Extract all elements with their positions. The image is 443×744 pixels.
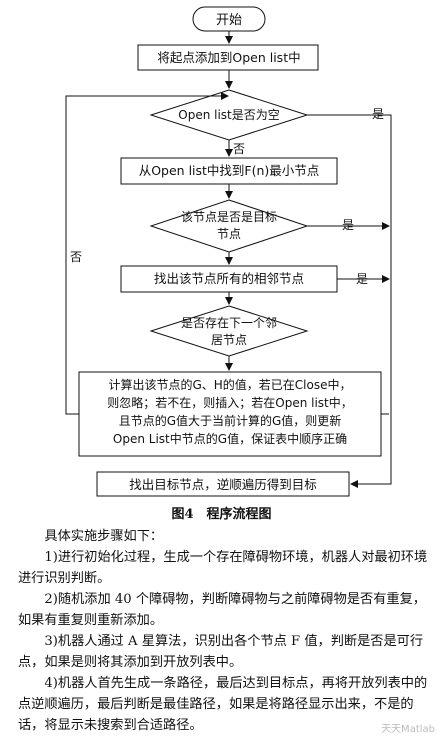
flowchart: 开始 将起点添加到Open list中 Open list是否为空 否 是 从O… <box>65 6 392 497</box>
paragraph-step-1: 1)进行初始化过程，生成一个存在障碍物环境，机器人对最初环境进行识别判断。 <box>18 550 428 586</box>
add-start-label: 将起点添加到Open list中 <box>157 50 300 65</box>
compute-line-2: 则忽略；若不在，则插入；若在Open list中， <box>107 395 353 410</box>
yes-label-empty: 是 <box>372 107 384 121</box>
find-min-label: 从Open list中找到F(n)最小节点 <box>139 163 320 178</box>
no-label-empty: 否 <box>233 142 245 156</box>
no-label-loop: 否 <box>70 250 82 264</box>
decision-target-diamond <box>149 199 309 253</box>
yes-label-neighbors: 是 <box>356 272 368 286</box>
paragraph-step-3: 3)机器人通过 A 星算法，识别出各个节点 F 值，判断是否是可行点，如果是则将… <box>18 634 424 670</box>
decision-empty-label: Open list是否为空 <box>178 108 280 122</box>
decision-target-line2: 节点 <box>217 227 241 241</box>
compute-line-3: 且节点的G值大于当前计算的G值，则更新 <box>119 413 342 428</box>
decision-next-diamond <box>149 305 309 357</box>
compute-line-1: 计算出该节点的G、H的值，若已在Close中， <box>108 377 351 392</box>
end-label: 找出目标节点，逆顺遍历得到目标 <box>129 477 317 492</box>
end-box <box>96 471 350 497</box>
add-start-box <box>137 44 319 71</box>
yes-empty-connector <box>307 114 392 488</box>
decision-next-line2: 居节点 <box>211 333 247 347</box>
start-label: 开始 <box>216 13 242 28</box>
body-text: 具体实施步骤如下： 1)进行初始化过程，生成一个存在障碍物环境，机器人对最初环境… <box>18 526 430 736</box>
paragraph-step-2: 2)随机添加 40 个障碍物，判断障碍物与之前障碍物是否有重复，如果有重复则重新… <box>18 592 426 628</box>
find-neighbors-label: 找出该节点所有的相邻节点 <box>154 271 304 286</box>
paragraph-step-4: 4)机器人首先生成一条路径，最后达到目标点，再将开放列表中的点逆顺遍历，最后判断… <box>18 676 428 733</box>
watermark: 天天Matlab <box>381 724 435 735</box>
yes-label-target: 是 <box>342 218 354 232</box>
decision-next-line1: 是否存在下一个邻 <box>181 316 277 330</box>
compute-line-4: Open List中节点的G值，保证表中顺序正确 <box>113 431 347 446</box>
paragraph-intro: 具体实施步骤如下： <box>44 529 164 544</box>
figure-caption: 图4 程序流程图 <box>171 507 272 522</box>
decision-target-line1: 该节点是否是目标 <box>181 210 277 224</box>
find-min-box <box>120 157 338 185</box>
no-loop-connector <box>65 92 229 415</box>
